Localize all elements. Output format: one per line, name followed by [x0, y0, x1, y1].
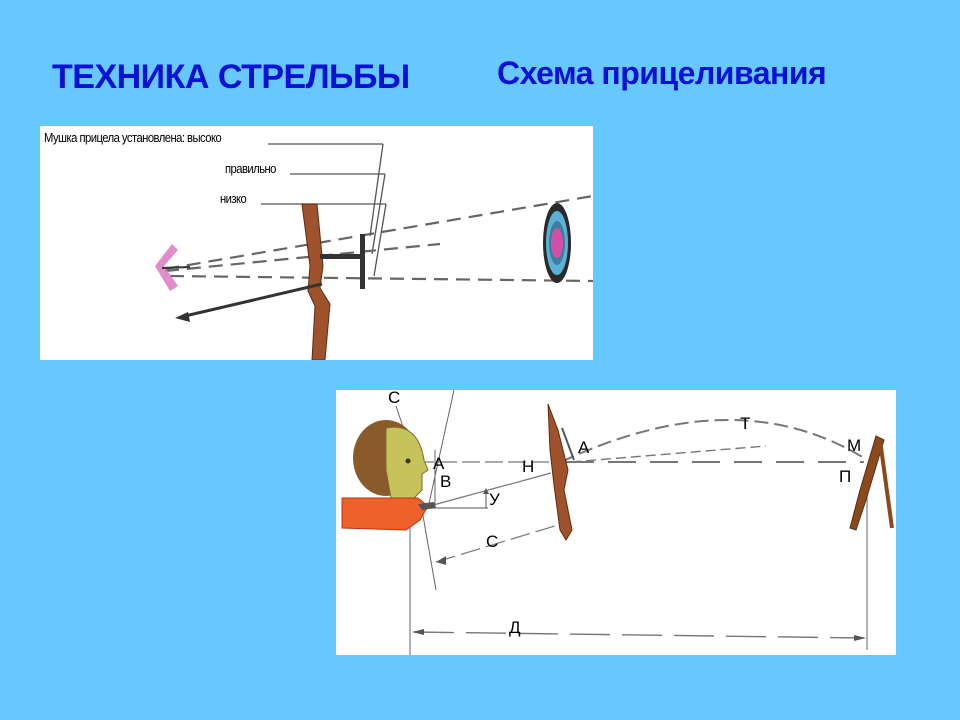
- hand-icon: [341, 497, 436, 531]
- eye-icon: [155, 244, 191, 291]
- label-d: Д: [509, 618, 521, 637]
- target-icon: [543, 203, 571, 283]
- aiming-scheme-drawing: [341, 390, 894, 655]
- label-p: П: [839, 467, 852, 486]
- bow-icon: [301, 203, 331, 360]
- label-n: Н: [522, 457, 535, 476]
- label-c-bottom: С: [486, 532, 499, 551]
- slide-title: ТЕХНИКА СТРЕЛЬБЫ: [52, 58, 410, 96]
- target-stand-icon: [849, 435, 894, 531]
- label-m: М: [847, 436, 862, 455]
- label-t: Т: [740, 414, 751, 433]
- archer-head-icon: [353, 420, 429, 499]
- label-u: У: [489, 490, 500, 509]
- sight-setting-diagram: Мушка прицела установлена: высоко правил…: [40, 126, 593, 360]
- aiming-scheme-diagram: С А В Н У С А Т М П Д: [336, 388, 896, 655]
- label-a-bow: А: [578, 438, 590, 457]
- sight-setting-drawing: [155, 143, 593, 360]
- label-v: В: [440, 472, 452, 491]
- label-sight-correct: правильно: [225, 162, 276, 176]
- arrow-icon: [175, 282, 323, 322]
- slide-subtitle: Схема прицеливания: [497, 55, 827, 91]
- label-c-top: С: [388, 388, 401, 407]
- label-sight-high: Мушка прицела установлена: высоко: [44, 131, 222, 145]
- bow-icon: [547, 403, 575, 541]
- label-sight-low: низко: [220, 192, 247, 206]
- label-a-eye: А: [433, 454, 445, 473]
